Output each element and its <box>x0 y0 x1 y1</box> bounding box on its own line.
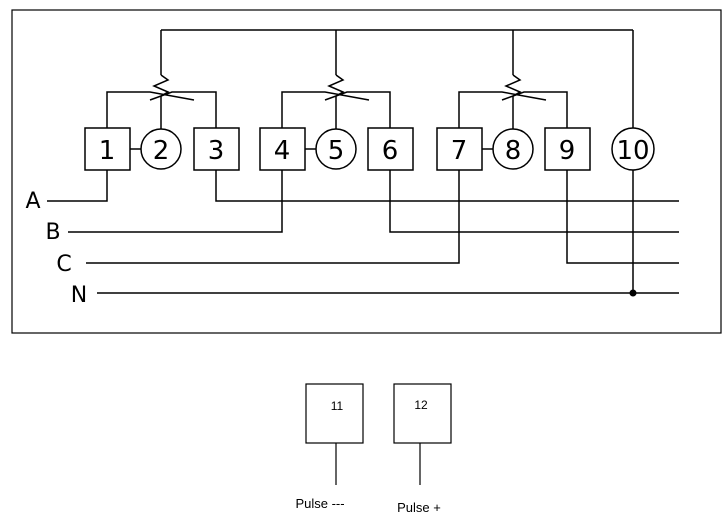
terminal-8: 8 <box>492 128 534 170</box>
line-c: C <box>56 170 679 277</box>
line-n: N <box>71 170 679 308</box>
terminal-4-label: 4 <box>274 136 291 166</box>
terminal-2-label: 2 <box>153 136 170 166</box>
terminal-7: 7 <box>436 127 483 171</box>
line-a-label: A <box>25 189 40 214</box>
terminal-1-label: 1 <box>99 136 116 166</box>
pulse-minus-label: Pulse --- <box>295 496 344 511</box>
terminal-9-label: 9 <box>559 136 576 166</box>
terminal-1: 1 <box>84 127 131 171</box>
line-b: B <box>45 170 679 245</box>
terminal-10-label: 10 <box>616 136 649 166</box>
terminal-8-label: 8 <box>505 136 522 166</box>
pulse-terminal-11-number: 11 <box>331 399 344 413</box>
terminal-4: 4 <box>259 127 306 171</box>
line-b-label: B <box>45 220 60 245</box>
element-group-1 <box>106 30 217 130</box>
meter-frame <box>11 9 722 334</box>
pulse-terminal-12-number: 12 <box>414 398 428 412</box>
terminal-6-label: 6 <box>382 136 399 166</box>
pulse-terminal-11: 11 Pulse --- <box>295 383 364 511</box>
terminal-6: 6 <box>367 127 414 171</box>
pulse-plus-label: Pulse + <box>397 500 441 515</box>
terminal-7-label: 7 <box>451 136 468 166</box>
terminal-9: 9 <box>544 127 591 171</box>
terminal-10: 10 <box>611 127 655 171</box>
pulse-terminal-12: 12 Pulse + <box>393 383 452 515</box>
terminal-3-label: 3 <box>208 136 225 166</box>
line-c-label: C <box>56 252 71 277</box>
element-group-2 <box>281 30 391 130</box>
element-group-3 <box>458 30 568 130</box>
terminal-5-label: 5 <box>328 136 345 166</box>
terminal-3: 3 <box>193 127 240 171</box>
neutral-junction-dot <box>629 289 637 297</box>
line-n-label: N <box>71 283 87 308</box>
terminal-2: 2 <box>140 128 182 170</box>
line-a: A <box>25 170 679 214</box>
terminal-5: 5 <box>315 128 357 170</box>
